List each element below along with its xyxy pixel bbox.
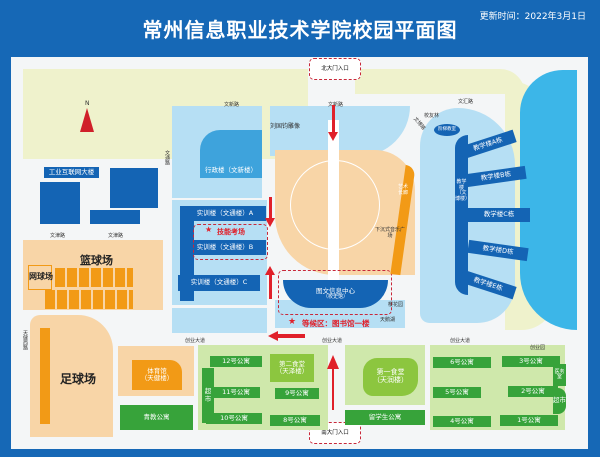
road-wenjin: 文津路 xyxy=(50,233,66,239)
apartment-9[interactable]: 9号公寓 xyxy=(275,388,319,399)
music-plaza-label: 下沉式音乐广场 xyxy=(375,227,406,239)
arrow-down-icon xyxy=(328,132,338,141)
sakura-garden-label: 樱花园 xyxy=(388,302,404,308)
industrial-block-2 xyxy=(110,168,158,208)
road-chuangye-2: 创业大道 xyxy=(322,338,343,344)
apartment-2[interactable]: 2号公寓 xyxy=(508,386,558,397)
page-title: 常州信息职业技术学院校园平面图 xyxy=(142,18,458,42)
arrow-up-icon-south xyxy=(327,355,339,369)
arrow-left-icon xyxy=(268,331,278,341)
canteen-1[interactable]: 第一食堂 （天润楼） xyxy=(363,358,418,396)
road-wenxin: 文新路 xyxy=(224,102,240,108)
canteen1-sublabel: （天润楼） xyxy=(373,376,408,384)
gym-sublabel: （天健楼） xyxy=(140,374,174,382)
industrial-internet-building[interactable]: 工业互联网大楼 xyxy=(44,167,99,178)
apartment-3[interactable]: 3号公寓 xyxy=(502,356,560,367)
apartment-4[interactable]: 4号公寓 xyxy=(433,416,491,427)
update-time: 更新时间：2022年3月1日 xyxy=(479,12,586,22)
arrow-left-shaft xyxy=(277,334,305,338)
supermarket-east[interactable]: 超市 xyxy=(553,388,566,414)
training-building-b[interactable]: 实训楼（文通楼）B xyxy=(184,240,266,255)
waiting-star-icon: ★ xyxy=(288,317,297,327)
gym-building[interactable]: 体育馆 （天健楼） xyxy=(132,360,182,390)
north-gate[interactable]: 北大门入口 xyxy=(309,58,361,80)
lecture-hall[interactable]: 阶梯教室 xyxy=(434,124,460,136)
basketball-courts-row-2 xyxy=(45,290,133,309)
road-wenhui: 文汇路 xyxy=(458,99,474,105)
apartment-5[interactable]: 5号公寓 xyxy=(433,387,481,398)
exam-site-box[interactable] xyxy=(193,224,268,260)
teaching-spine-label: 教学楼（文博楼） xyxy=(455,179,471,202)
apartment-8[interactable]: 8号公寓 xyxy=(270,415,320,426)
tennis-label: 网球场 xyxy=(29,272,53,281)
road-wentong: 文通路 xyxy=(164,150,170,165)
library-building[interactable]: 图文信息中心 （校史馆） xyxy=(283,280,388,308)
library-sublabel: （校史馆） xyxy=(322,293,348,300)
arrow-training-shaft xyxy=(269,197,272,219)
admin-building[interactable]: 行政楼（文新楼） xyxy=(200,130,262,178)
art-gallery-label: 艺术长廊 xyxy=(398,184,409,196)
exam-site-label: 技能考场 xyxy=(217,228,245,236)
compass-label: N xyxy=(85,100,90,107)
road-chuangye-3: 创业大道 xyxy=(450,338,471,344)
north-gate-label: 北大门入口 xyxy=(321,65,349,72)
arrow-up-icon xyxy=(265,266,275,275)
arrow-down-icon-2 xyxy=(265,218,275,227)
industrial-block-3 xyxy=(90,210,140,224)
supermarket-west[interactable]: 超市 xyxy=(202,368,214,423)
arrow-south-shaft xyxy=(332,368,334,410)
road-wenxin-2: 文新路 xyxy=(328,102,344,108)
industrial-block-1 xyxy=(40,182,80,224)
canteen2-label: 第二食堂 xyxy=(279,359,305,368)
lake-east xyxy=(520,70,577,330)
central-avenue xyxy=(328,120,339,300)
tennis-court[interactable] xyxy=(28,265,52,290)
international-student-apartment[interactable]: 留学生公寓 xyxy=(345,410,425,425)
arrow-north-shaft xyxy=(332,105,335,133)
apartment-6[interactable]: 6号公寓 xyxy=(433,357,491,368)
swan-lake-label: 天鹅湖 xyxy=(380,317,396,323)
football-label: 足球场 xyxy=(60,372,97,386)
library-label: 图文信息中心 xyxy=(316,286,355,295)
zone-south-training xyxy=(172,308,267,333)
apartment-12[interactable]: 12号公寓 xyxy=(210,356,262,367)
basketball-label: 篮球场 xyxy=(80,254,113,267)
lawn-northwest xyxy=(23,69,308,159)
young-teacher-apartment[interactable]: 青教公寓 xyxy=(120,405,193,430)
road-tianjian-west: 天健西路 xyxy=(22,330,28,350)
canteen2-sublabel: （天泽楼） xyxy=(275,367,309,375)
clinic[interactable]: 医务室 xyxy=(553,364,566,386)
basketball-courts-row-1 xyxy=(55,268,133,287)
training-building-a[interactable]: 实训楼（文通楼）A xyxy=(184,206,266,221)
road-wenjin-2: 文津路 xyxy=(108,233,124,239)
alumni-forest-label: 校友林 xyxy=(424,113,440,119)
canteen-2[interactable]: 第二食堂 （天泽楼） xyxy=(270,354,314,382)
teaching-building-c[interactable]: 教学楼C栋 xyxy=(468,208,530,222)
south-gate-label: 南大门入口 xyxy=(321,429,349,436)
library-box[interactable] xyxy=(278,270,392,315)
startup-park-label: 创业园 xyxy=(530,345,546,351)
running-track xyxy=(40,328,50,424)
apartment-10[interactable]: 10号公寓 xyxy=(206,413,262,424)
training-building-c[interactable]: 实训楼（文通楼）C xyxy=(178,275,260,291)
compass-icon xyxy=(80,108,94,132)
arrow-up-shaft xyxy=(269,275,272,299)
canteen1-label: 第一食堂 xyxy=(376,368,405,377)
apartment-1[interactable]: 1号公寓 xyxy=(500,415,558,426)
apartment-11[interactable]: 11号公寓 xyxy=(212,387,260,398)
zone-statue xyxy=(270,106,410,156)
road-chuangye-1: 创业大道 xyxy=(185,338,206,344)
exam-star-icon: ★ xyxy=(205,225,213,234)
gym-label: 体育馆 xyxy=(147,366,167,375)
statue-label: 刘国钧雕像 xyxy=(270,123,301,130)
lawn-north xyxy=(355,69,525,94)
teaching-spine xyxy=(455,135,468,295)
waiting-area-label: 等候区：图书馆一楼 xyxy=(302,319,370,328)
